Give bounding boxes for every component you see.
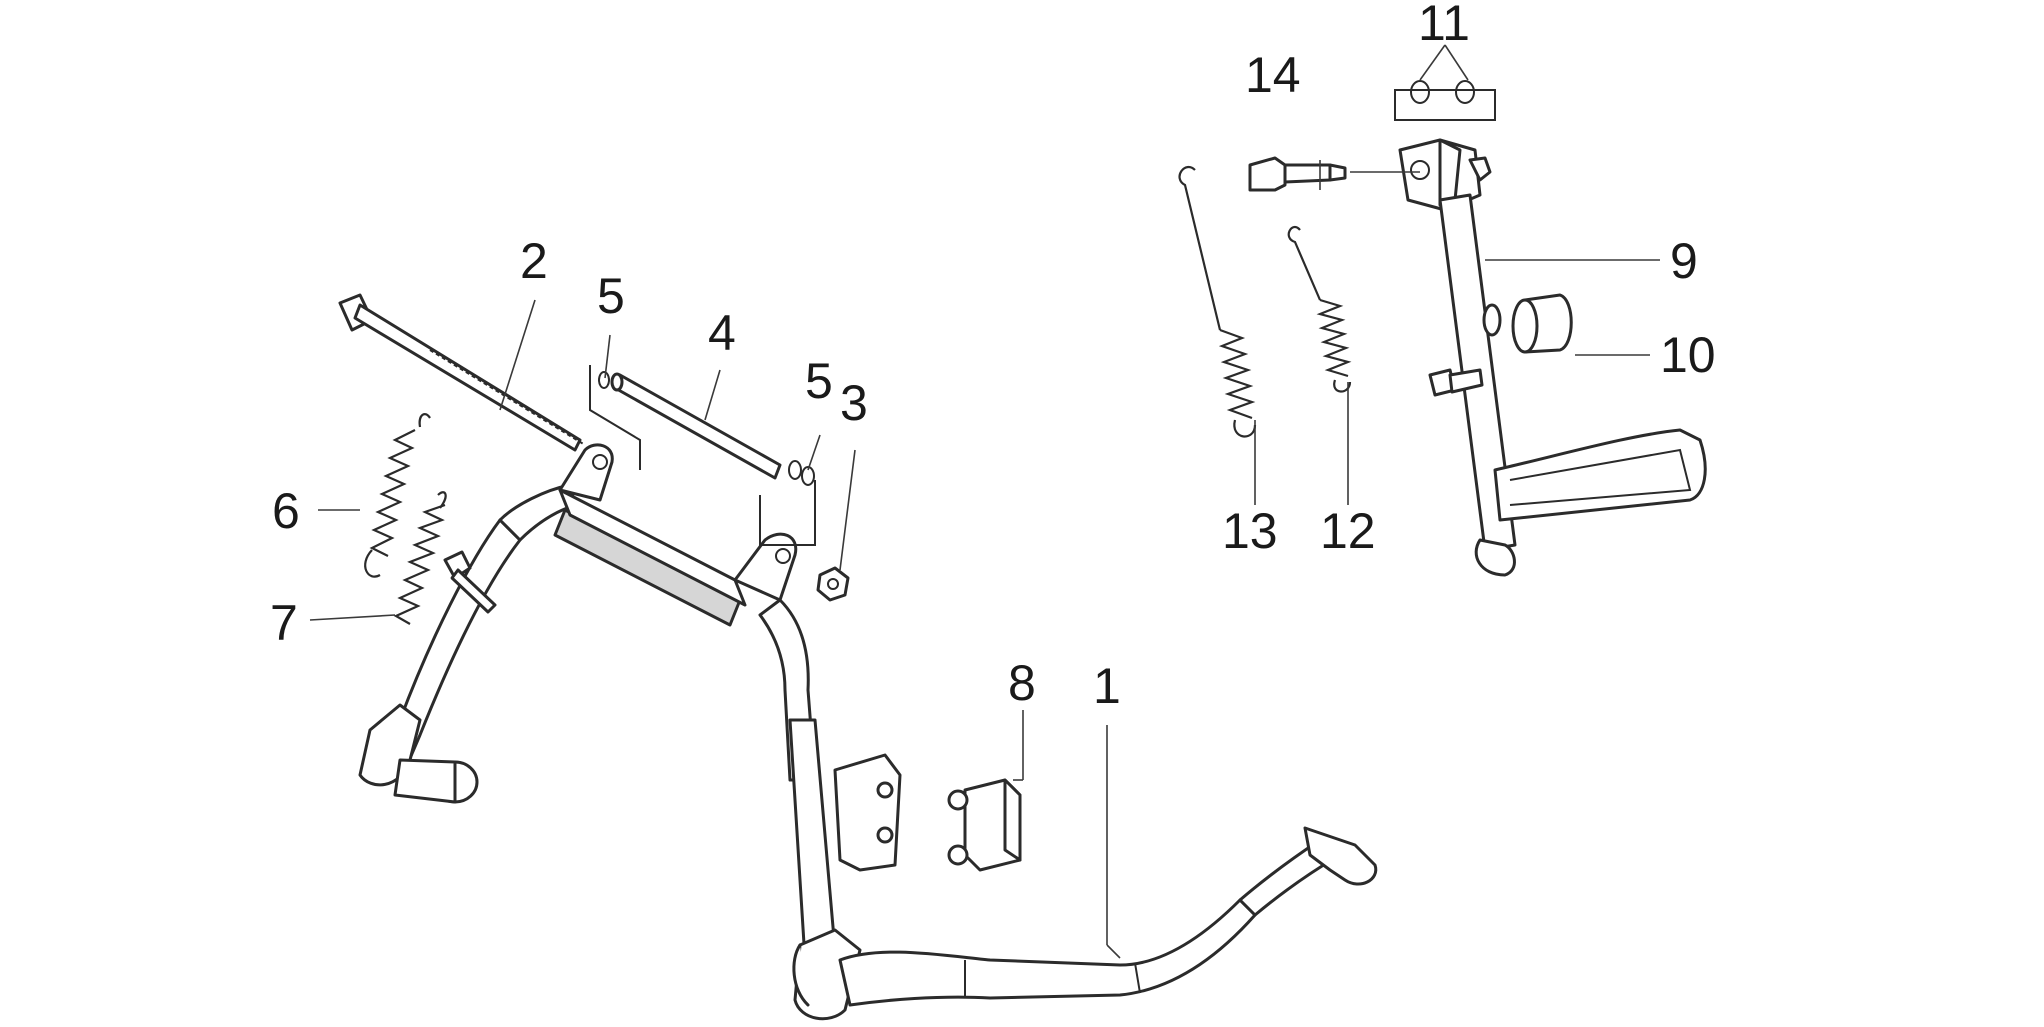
washers-11 [1394, 80, 1496, 121]
leader-lines [309, 44, 1660, 959]
callout-10: 10 [1660, 327, 1716, 383]
center-stand [358, 443, 1378, 1021]
callout-5-left: 5 [597, 268, 625, 324]
pivot-bolt [1248, 156, 1347, 192]
callout-6: 6 [272, 483, 300, 539]
spring-6 [364, 413, 431, 578]
callout-labels: 1 2 3 4 5 5 6 7 8 9 10 11 12 13 14 [270, 0, 1716, 714]
callout-5-right: 5 [805, 353, 833, 409]
callout-13: 13 [1222, 503, 1278, 559]
callout-9: 9 [1670, 233, 1698, 289]
callout-8: 8 [1008, 655, 1036, 711]
spacer [1511, 293, 1573, 354]
nut [816, 566, 850, 602]
spring-7 [393, 491, 447, 625]
washer-right [759, 460, 816, 546]
callout-4: 4 [708, 305, 736, 361]
callout-14: 14 [1245, 47, 1301, 103]
callout-7: 7 [270, 595, 298, 651]
callout-2: 2 [520, 233, 548, 289]
callout-11: 11 [1418, 0, 1470, 51]
small-bolt [443, 550, 497, 614]
rubber-buffer [947, 778, 1022, 872]
callout-3: 3 [840, 375, 868, 431]
side-stand [1398, 138, 1707, 577]
callout-1: 1 [1093, 658, 1121, 714]
pin [610, 372, 782, 480]
long-bolt [338, 293, 586, 452]
washer-left [589, 365, 641, 470]
callout-12: 12 [1320, 503, 1376, 559]
spring-13 [1178, 166, 1257, 438]
spring-12 [1287, 226, 1352, 393]
